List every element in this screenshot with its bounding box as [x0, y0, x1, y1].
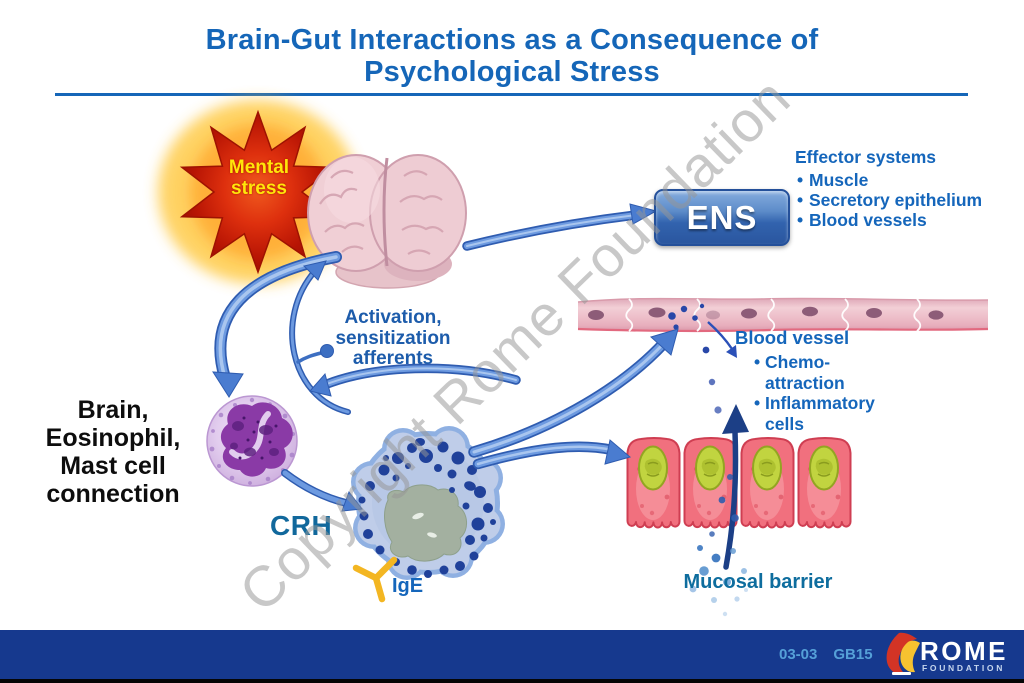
- mental-stress-starburst-icon: [158, 100, 358, 284]
- arrow-brain-to-eosinophil: [212, 251, 342, 398]
- arrow-eosinophil-to-mastcell: [281, 469, 363, 512]
- blood-vessel-list: Chemo-attraction Inflammatory cells: [753, 352, 905, 434]
- effector-item: Muscle: [795, 170, 985, 190]
- flow-arrows: [212, 203, 749, 570]
- arrow-mastcell-to-vessel: [468, 328, 679, 458]
- effector-item: Blood vessels: [795, 210, 985, 230]
- afferent-nerve-arrow: [289, 260, 351, 415]
- slide-title-line2: Psychological Stress: [364, 56, 660, 88]
- brain-illustration: [307, 154, 467, 289]
- effector-systems-heading: Effector systems: [795, 147, 937, 167]
- mast-cell-granules: [358, 438, 496, 578]
- footer-bar: 03-03 GB15 ROME FOUNDATION: [0, 630, 1024, 679]
- arrow-feedback-left: [309, 363, 521, 397]
- chemo-attraction-dots: [668, 303, 722, 414]
- blood-vessel-block: Blood vessel Chemo-attraction Inflammato…: [735, 327, 905, 434]
- effector-systems-list: Muscle Secretory epithelium Blood vessel…: [795, 170, 985, 230]
- mast-cell-illustration: [351, 426, 505, 580]
- slide-code: 03-03: [779, 646, 818, 663]
- brain-eosinophil-mastcell-label: Brain, Eosinophil, Mast cell connection: [45, 396, 181, 508]
- flame-underline: [892, 672, 911, 675]
- slide-title-line1: Brain-Gut Interactions as a Consequence …: [205, 24, 819, 56]
- arrow-brain-to-ens: [462, 203, 658, 251]
- blood-vessel-item: Inflammatory cells: [753, 393, 903, 434]
- mucosal-barrier-illustration: [626, 437, 852, 529]
- ige-antibody-icon: [352, 556, 398, 603]
- ige-label: IgE: [392, 575, 424, 597]
- permeating-dots: [689, 474, 748, 617]
- bottom-edge-strip: [0, 679, 1024, 683]
- blood-vessel-illustration: [577, 297, 989, 414]
- mucosal-barrier-label: Mucosal barrier: [683, 571, 833, 593]
- rome-flame-icon: [886, 632, 920, 675]
- ens-label: ENS: [686, 198, 758, 236]
- slide-codes: 03-03 GB15: [779, 646, 873, 663]
- vessel-exit-arrow: [707, 321, 737, 358]
- arrow-through-mucosa: [722, 404, 749, 570]
- blood-vessel-heading: Blood vessel: [735, 327, 850, 348]
- module-code: GB15: [833, 646, 873, 663]
- mental-stress-label: Mental stress: [228, 157, 290, 199]
- title-divider-line: [55, 93, 968, 96]
- rome-logo-subtitle: FOUNDATION: [922, 663, 1006, 673]
- blood-vessel-item: Chemo-attraction: [753, 352, 903, 393]
- nerve-ending-dot: [320, 344, 334, 358]
- rome-logo-name: ROME: [920, 636, 1008, 666]
- arrow-mastcell-to-mucosa: [472, 439, 632, 470]
- ens-box: ENS: [654, 189, 790, 246]
- effector-systems-block: Effector systems Muscle Secretory epithe…: [795, 147, 985, 230]
- activation-label: Activation, sensitization afferents: [335, 307, 451, 369]
- crh-label: CRH: [270, 510, 333, 541]
- effector-item: Secretory epithelium: [795, 190, 985, 210]
- eosinophil-illustration: [206, 395, 298, 487]
